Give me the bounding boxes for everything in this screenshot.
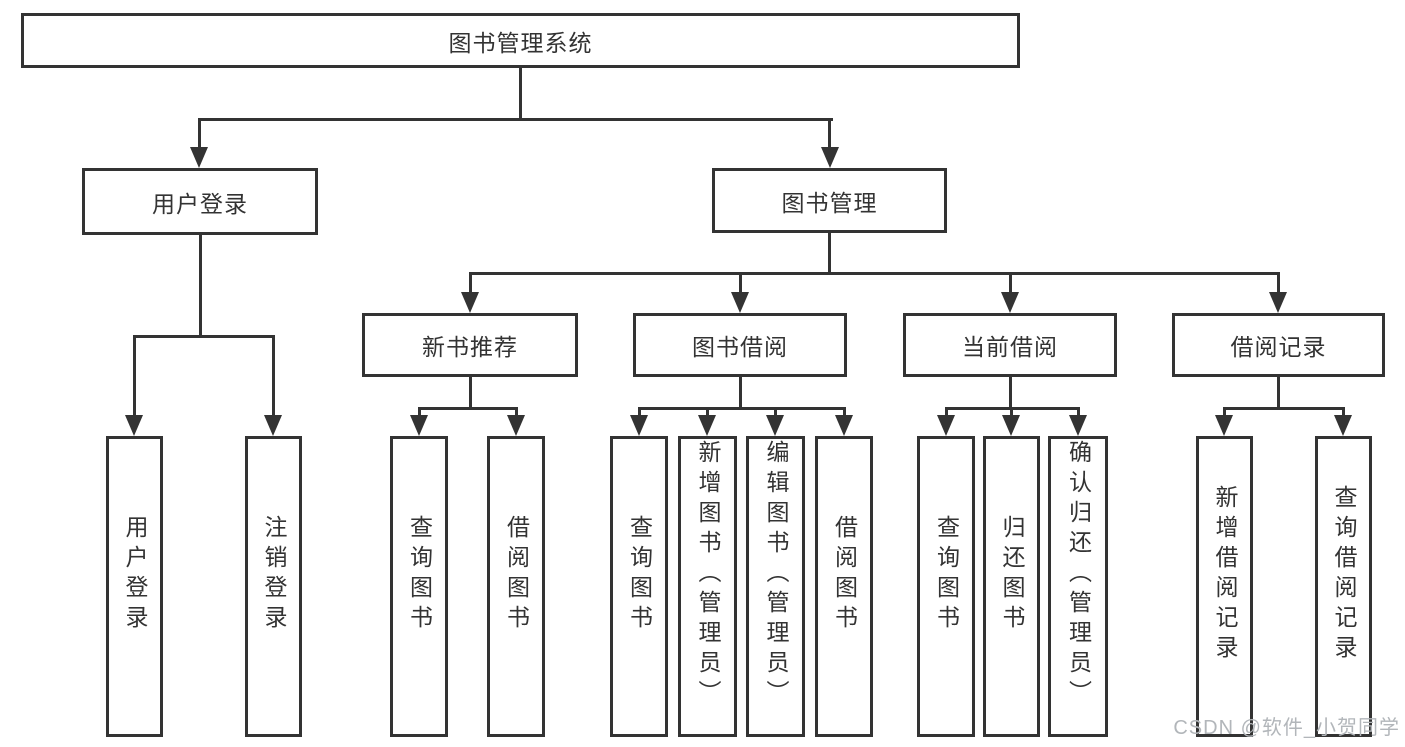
connector-line [638, 407, 641, 419]
leaf-borrow-books-b-label: 借阅图书 [831, 514, 858, 635]
connector-line [1010, 407, 1013, 419]
connector-line [1009, 272, 1012, 294]
connector-line [272, 335, 275, 418]
arrow-down-icon [461, 292, 479, 313]
node-new-book-recommend-label: 新书推荐 [422, 334, 518, 360]
connector-line [515, 407, 518, 419]
leaf-edit-book-admin-label: 编辑图书（管理员） [763, 439, 789, 710]
connector-line [1009, 377, 1012, 410]
connector-line [774, 407, 777, 419]
connector-line [1342, 407, 1345, 419]
arrow-down-icon [1215, 415, 1233, 436]
leaf-return-books-label: 归还图书 [999, 514, 1025, 635]
connector-line [418, 407, 421, 419]
connector-line [843, 407, 846, 419]
leaf-query-books-b: 查询图书 [610, 436, 668, 737]
leaf-query-books-a: 查询图书 [390, 436, 448, 737]
leaf-query-books-a-label: 查询图书 [406, 514, 433, 635]
leaf-borrow-books-b: 借阅图书 [815, 436, 873, 737]
connector-line [739, 377, 742, 410]
connector-line [469, 377, 472, 410]
leaf-confirm-return-admin-label: 确认归还（管理员） [1065, 439, 1092, 710]
arrow-down-icon [937, 415, 955, 436]
leaf-query-borrow-record-label: 查询借阅记录 [1331, 484, 1357, 665]
leaf-user-login-label: 用户登录 [122, 514, 148, 635]
leaf-edit-book-admin: 编辑图书（管理员） [746, 436, 805, 737]
connector-line [469, 272, 1280, 275]
arrow-down-icon [1069, 415, 1087, 436]
leaf-logout-label: 注销登录 [261, 514, 287, 635]
node-current-borrowing: 当前借阅 [903, 313, 1117, 377]
arrow-down-icon [410, 415, 428, 436]
arrow-down-icon [835, 415, 853, 436]
node-book-borrowing-label: 图书借阅 [692, 334, 788, 360]
arrow-down-icon [698, 415, 716, 436]
node-root-label: 图书管理系统 [448, 29, 593, 56]
node-user-login-label: 用户登录 [152, 190, 248, 217]
arrow-down-icon [507, 415, 525, 436]
node-current-borrowing-label: 当前借阅 [962, 334, 1058, 360]
arrow-down-icon [1002, 415, 1020, 436]
connector-line [1277, 377, 1280, 410]
leaf-query-books-b-label: 查询图书 [626, 514, 653, 635]
leaf-add-book-admin: 新增图书（管理员） [678, 436, 737, 737]
arrow-down-icon [125, 415, 143, 436]
connector-line [469, 272, 472, 294]
connector-line [638, 407, 846, 410]
node-root: 图书管理系统 [21, 13, 1020, 68]
connector-line [199, 235, 202, 338]
node-book-management: 图书管理 [712, 168, 947, 233]
connector-line [739, 272, 742, 294]
arrow-down-icon [1334, 415, 1352, 436]
arrow-down-icon [190, 147, 208, 168]
connector-line [1277, 272, 1280, 294]
connector-line [1223, 407, 1344, 410]
leaf-borrow-books-a: 借阅图书 [487, 436, 545, 737]
leaf-confirm-return-admin: 确认归还（管理员） [1048, 436, 1108, 737]
node-book-management-label: 图书管理 [781, 189, 878, 216]
connector-line [1077, 407, 1080, 419]
leaf-return-books: 归还图书 [983, 436, 1040, 737]
connector-line [519, 68, 522, 121]
arrow-down-icon [1001, 292, 1019, 313]
watermark: CSDN @软件_小贺同学 [1173, 717, 1400, 739]
connector-line [828, 233, 831, 275]
connector-line [198, 118, 201, 150]
connector-line [1223, 407, 1226, 419]
leaf-add-borrow-record-label: 新增借阅记录 [1212, 484, 1238, 665]
connector-line [828, 118, 831, 150]
connector-line [418, 407, 518, 410]
connector-line [133, 335, 136, 418]
arrow-down-icon [630, 415, 648, 436]
connector-line [198, 118, 833, 121]
connector-line [133, 335, 275, 338]
node-new-book-recommend: 新书推荐 [362, 313, 578, 377]
leaf-query-books-c-label: 查询图书 [933, 514, 960, 635]
leaf-query-books-c: 查询图书 [917, 436, 975, 737]
leaf-borrow-books-a-label: 借阅图书 [503, 514, 530, 635]
connector-line [945, 407, 948, 419]
connector-line [706, 407, 709, 419]
arrow-down-icon [264, 415, 282, 436]
leaf-logout: 注销登录 [245, 436, 302, 737]
leaf-add-borrow-record: 新增借阅记录 [1196, 436, 1253, 737]
node-book-borrowing: 图书借阅 [633, 313, 847, 377]
arrow-down-icon [821, 147, 839, 168]
arrow-down-icon [731, 292, 749, 313]
node-borrowing-records-label: 借阅记录 [1230, 334, 1327, 360]
node-user-login: 用户登录 [82, 168, 318, 235]
arrow-down-icon [766, 415, 784, 436]
leaf-add-book-admin-label: 新增图书（管理员） [695, 439, 721, 710]
leaf-query-borrow-record: 查询借阅记录 [1315, 436, 1372, 737]
node-borrowing-records: 借阅记录 [1172, 313, 1385, 377]
arrow-down-icon [1269, 292, 1287, 313]
leaf-user-login: 用户登录 [106, 436, 163, 737]
